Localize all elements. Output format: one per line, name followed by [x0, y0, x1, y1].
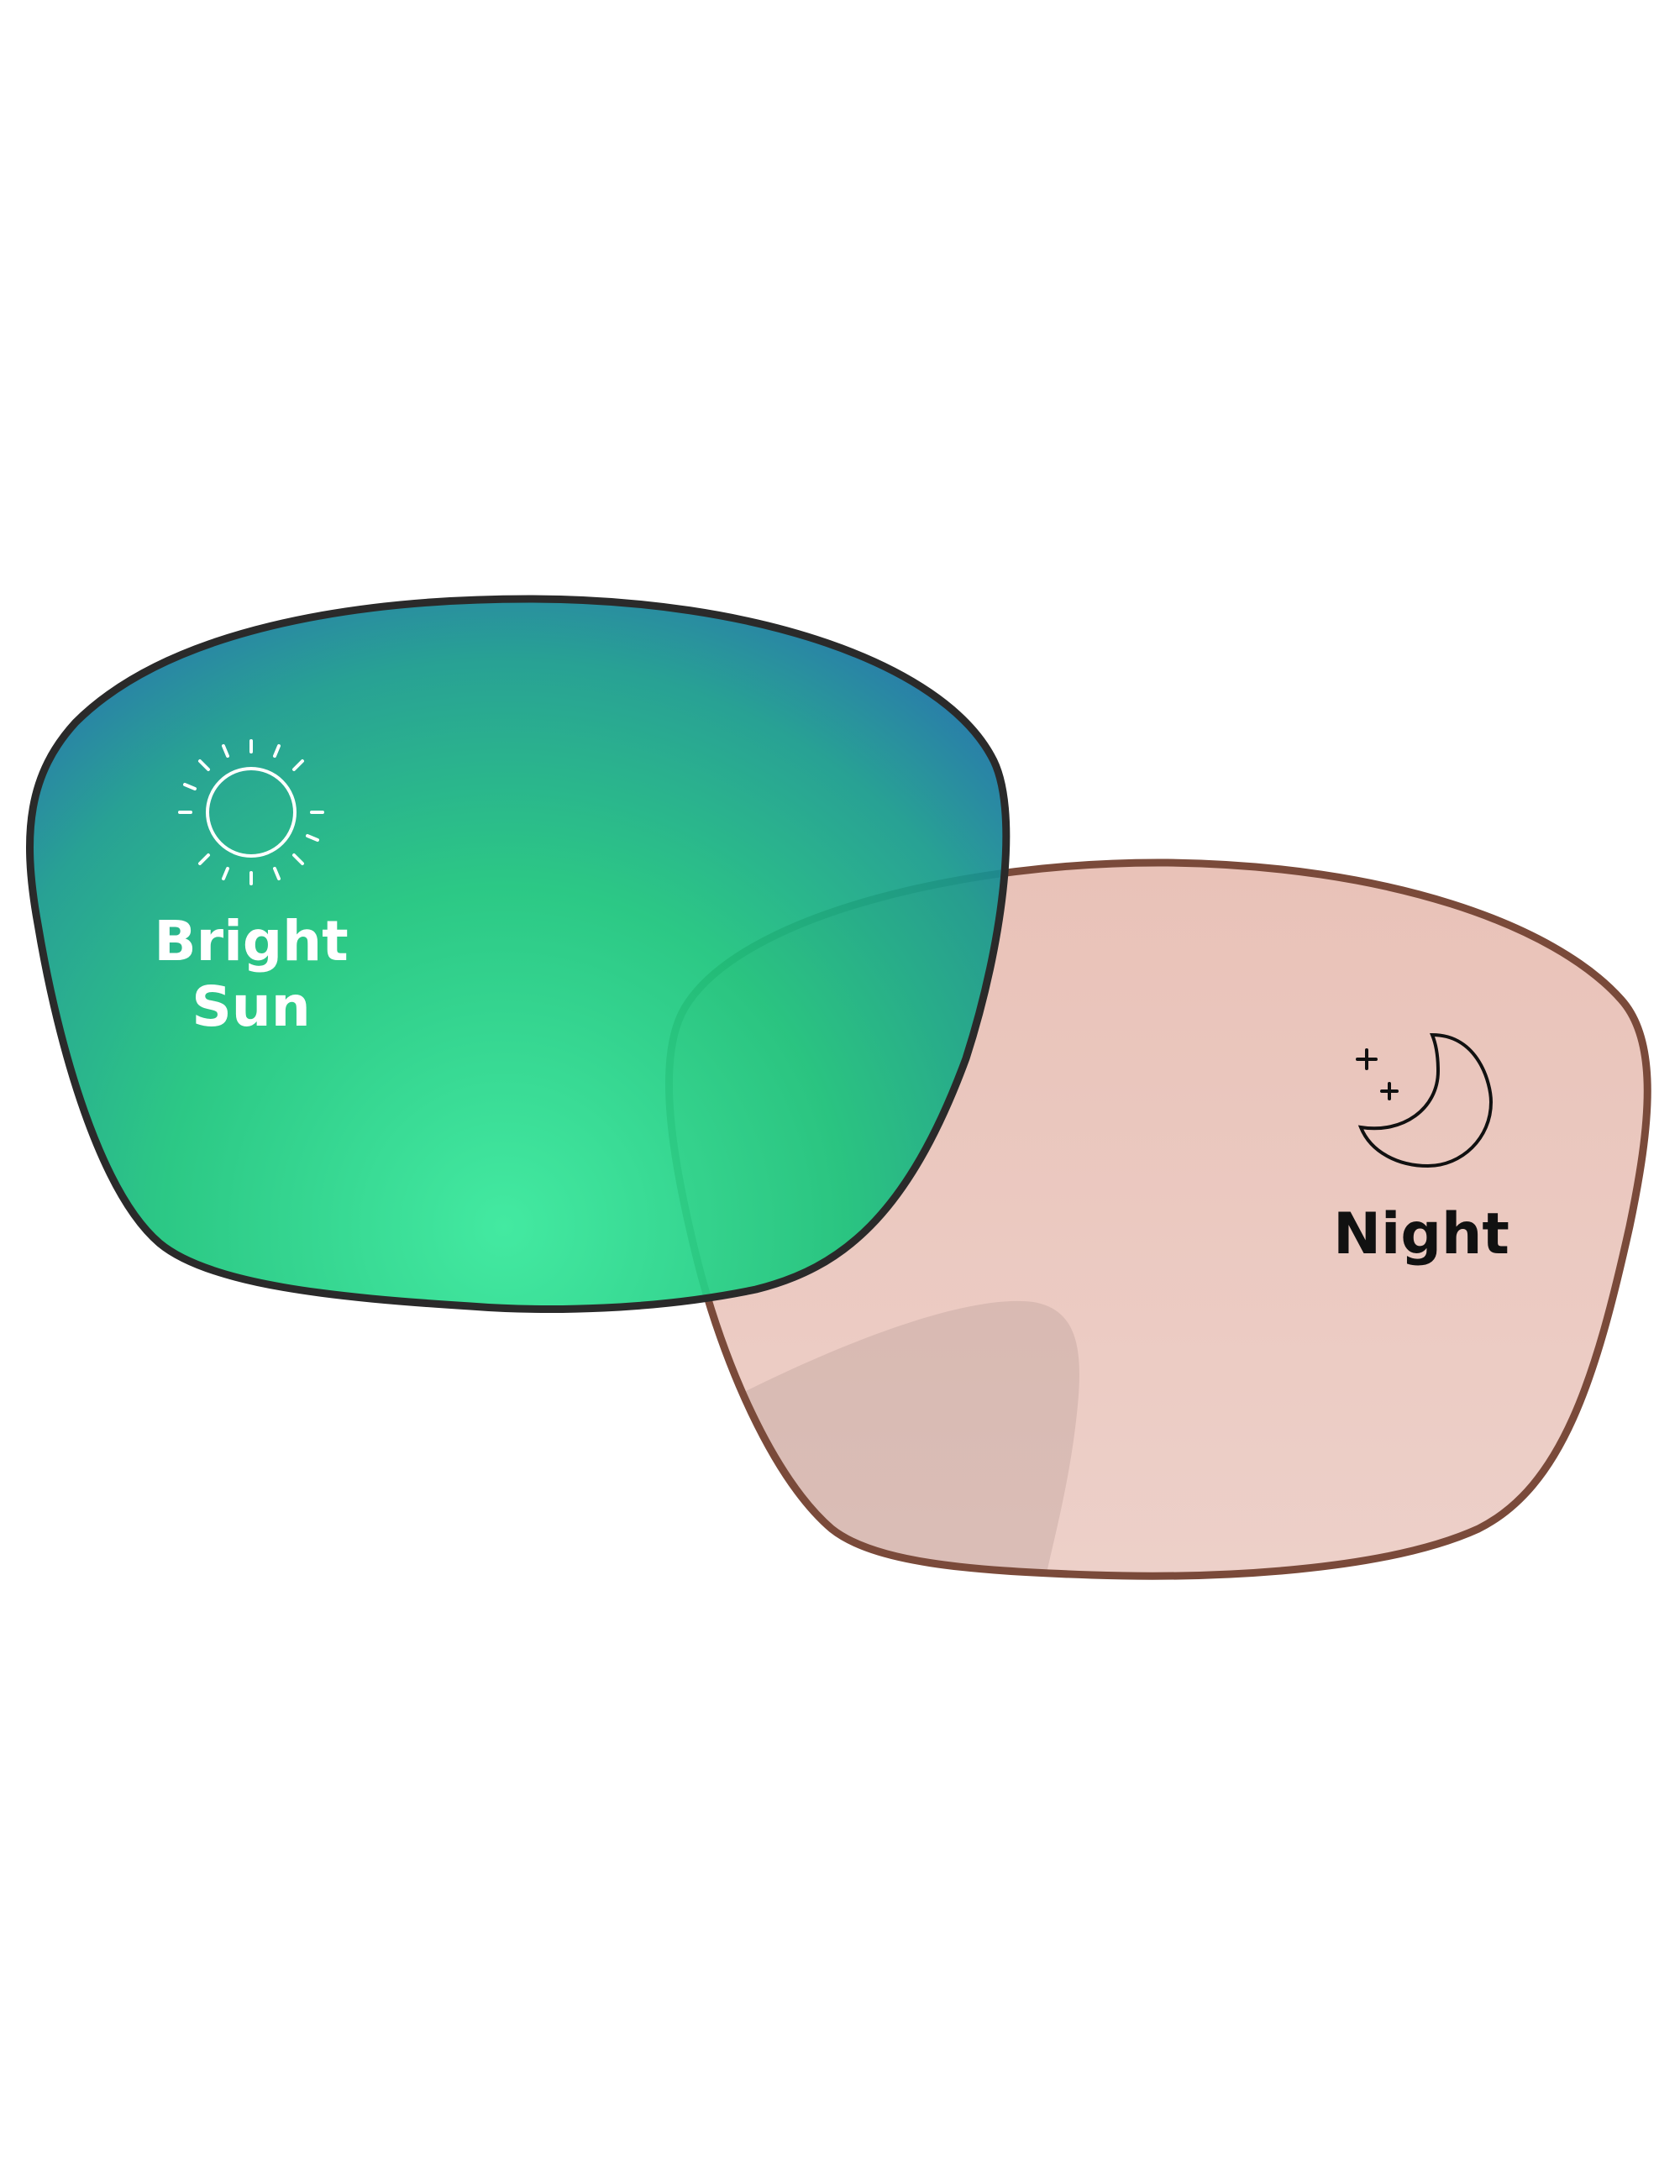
sun-icon — [178, 739, 324, 885]
moon-icon — [1356, 1032, 1494, 1168]
bright-label-line2: Sun — [192, 974, 311, 1039]
bright-label-line1: Bright — [154, 909, 348, 974]
night-label: Night — [1333, 1201, 1509, 1268]
